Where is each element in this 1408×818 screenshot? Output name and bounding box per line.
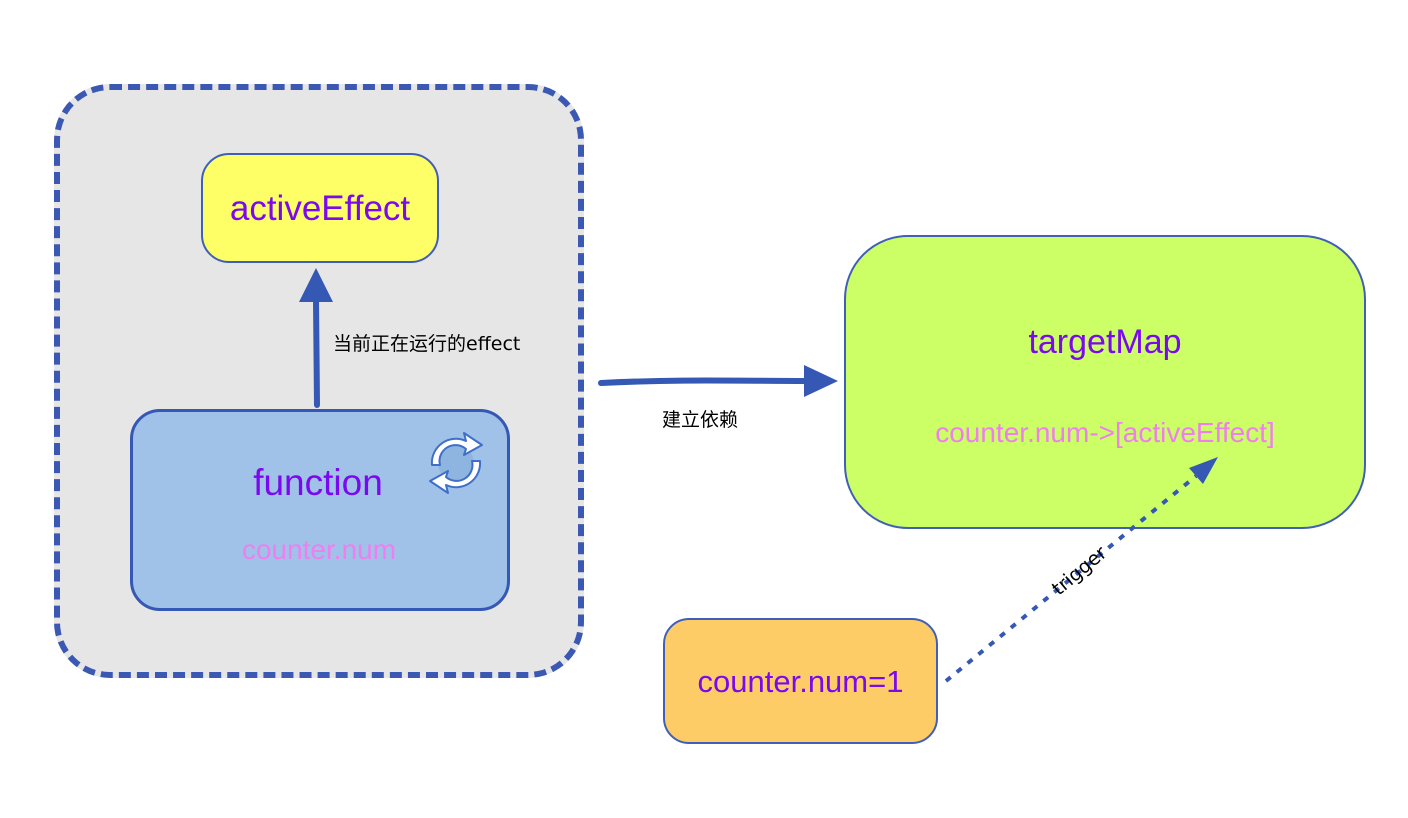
build-dependency-arrow	[598, 365, 838, 397]
active-effect-node: activeEffect	[201, 153, 439, 263]
build-dependency-label: 建立依赖	[662, 409, 739, 431]
active-effect-label: activeEffect	[229, 189, 411, 228]
target-map-node: targetMap counter.num->[activeEffect]	[844, 235, 1366, 529]
function-dependency-label: counter.num	[241, 534, 397, 565]
target-map-label: targetMap	[1028, 323, 1182, 361]
trigger-arrow	[944, 457, 1218, 683]
function-label: function	[253, 462, 383, 503]
counter-assignment-node: counter.num=1	[663, 618, 938, 744]
counter-assignment-label: counter.num=1	[697, 664, 904, 699]
running-effect-arrow	[299, 268, 333, 408]
running-effect-label: 当前正在运行的effect	[333, 333, 521, 355]
refresh-cycle-icon	[429, 432, 483, 494]
target-map-entry-label: counter.num->[activeEffect]	[935, 417, 1275, 448]
